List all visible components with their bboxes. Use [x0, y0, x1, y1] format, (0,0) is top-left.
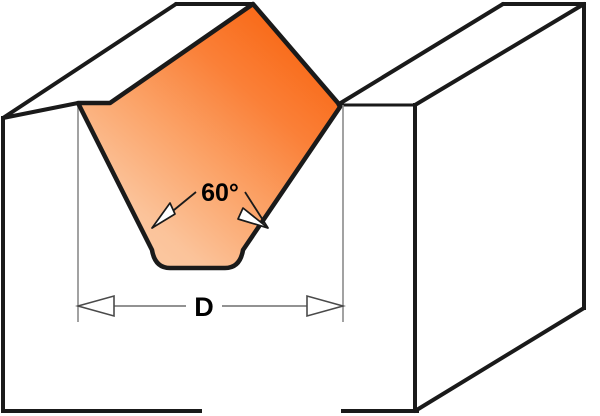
right-block-top-receding-edge: [413, 2, 586, 107]
right-workpiece-block: [337, 2, 586, 413]
right-block-front-face: [343, 105, 415, 411]
v-groove-cut: [75, 1, 343, 271]
right-block-top-face: [343, 5, 583, 105]
left-block-back-receding-edge: [1, 2, 178, 120]
right-block-back-receding-edge: [337, 2, 505, 106]
right-block-bottom-receding-edge: [413, 306, 586, 413]
angle-arrowhead-left: [151, 202, 176, 229]
angle-arrowhead-right: [237, 207, 269, 229]
diameter-dimension: D: [75, 292, 346, 322]
angle-leader-line-right: [244, 191, 269, 229]
left-block-top-face: [3, 5, 253, 118]
right-block-side-face: [415, 5, 583, 411]
angle-dimension: 60°: [151, 179, 269, 229]
left-block-front-top-edge: [1, 101, 80, 120]
dim-arrowhead-left: [75, 294, 115, 318]
dimension-extension-lines: [77, 103, 344, 322]
angle-label: 60°: [201, 179, 239, 207]
left-block-front-face: [3, 103, 140, 411]
v-groove-face: [75, 1, 343, 271]
diameter-label: D: [194, 292, 214, 322]
dim-arrowhead-right: [306, 294, 346, 318]
left-workpiece-block: [1, 2, 255, 413]
